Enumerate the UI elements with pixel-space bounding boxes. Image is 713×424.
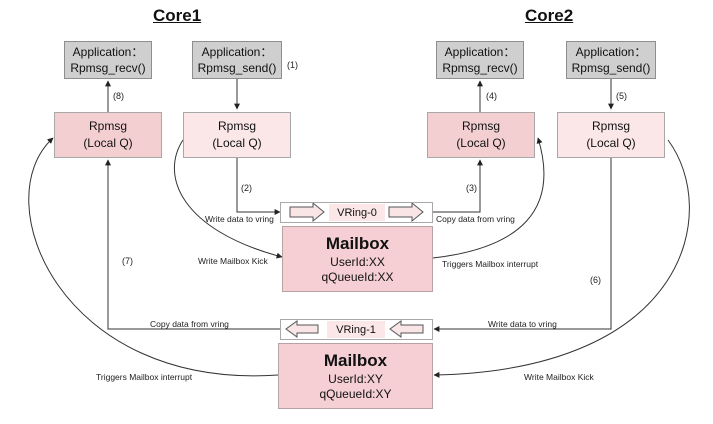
vring1-right-arrow-icon — [389, 320, 424, 338]
vring1-band — [280, 319, 433, 340]
step-8: (8) — [113, 91, 124, 101]
mailbox-vring1: Mailbox UserId:XY qQueueId:XY — [278, 343, 433, 409]
rpmsg-label: Rpmsg — [217, 119, 256, 133]
label-copy-data-from-vring-left: Copy data from vring — [150, 319, 229, 329]
vring0-right-arrow-icon — [388, 201, 424, 223]
rpmsg-queue: (Local Q) — [83, 136, 133, 150]
core1-title: Core1 — [153, 6, 202, 25]
rpmsg-queue: (Local Q) — [456, 136, 506, 150]
label-triggers-interrupt-right: Triggers Mailbox interrupt — [442, 259, 539, 269]
step-4: (4) — [486, 91, 497, 101]
label-copy-data-from-vring-right: Copy data from vring — [436, 214, 515, 224]
arrow-step2 — [236, 157, 281, 215]
core1-rpmsg-send: Rpmsg (Local Q) — [183, 112, 291, 158]
mailbox-vring0: Mailbox UserId:XX qQueueId:XX — [282, 226, 433, 292]
app-label: Application： — [575, 45, 647, 59]
core2-app-recv: Application： Rpmsg_recv() — [436, 41, 524, 79]
step-1: (1) — [287, 60, 298, 70]
mailbox-title: Mailbox — [323, 351, 388, 370]
vring0-label: VRing-0 — [329, 204, 385, 221]
vring1-label: VRing-1 — [327, 321, 385, 338]
app-label: Application： — [444, 45, 516, 59]
arrow-interrupt-left — [28, 137, 279, 377]
step-5: (5) — [616, 91, 627, 101]
label-write-data-to-vring-left: Write data to vring — [205, 214, 274, 224]
step-6: (6) — [590, 275, 601, 285]
label-write-data-to-vring-right: Write data to vring — [488, 319, 557, 329]
rpmsg-queue: (Local Q) — [212, 136, 262, 150]
app-function: Rpmsg_send() — [197, 61, 277, 75]
mailbox-user-id: UserId:XX — [330, 255, 385, 269]
app-function: Rpmsg_recv() — [442, 61, 518, 75]
arrow-interrupt-right — [432, 137, 545, 259]
step-2: (2) — [241, 183, 252, 193]
core1-app-recv: Application： Rpmsg_recv() — [64, 41, 152, 79]
arrow-step3 — [433, 159, 483, 213]
arrow-step7 — [105, 159, 280, 330]
vring1-left-arrow-icon — [285, 320, 319, 338]
core2-title: Core2 — [525, 6, 574, 25]
mailbox-queue-id: qQueueId:XY — [319, 387, 392, 401]
core2-app-send: Application： Rpmsg_send() — [566, 41, 656, 79]
arrow-kick-left — [174, 139, 283, 259]
rpmsg-queue: (Local Q) — [586, 136, 636, 150]
arrow-step6 — [433, 157, 612, 332]
step-7: (7) — [122, 256, 133, 266]
rpmsg-label: Rpmsg — [88, 119, 127, 133]
label-triggers-interrupt-left: Triggers Mailbox interrupt — [96, 372, 193, 382]
app-label: Application： — [201, 45, 273, 59]
mailbox-user-id: UserId:XY — [328, 372, 383, 386]
label-write-mailbox-kick-right: Write Mailbox Kick — [524, 372, 594, 382]
step-3: (3) — [466, 183, 477, 193]
rpmsg-label: Rpmsg — [461, 119, 500, 133]
label-write-mailbox-kick-left: Write Mailbox Kick — [198, 256, 268, 266]
app-function: Rpmsg_send() — [571, 61, 651, 75]
mailbox-title: Mailbox — [325, 234, 390, 253]
rpmsg-label: Rpmsg — [591, 119, 630, 133]
mailbox-queue-id: qQueueId:XX — [321, 270, 394, 284]
vring0-left-arrow-icon — [289, 201, 325, 223]
core2-rpmsg-recv: Rpmsg (Local Q) — [427, 112, 535, 158]
core2-rpmsg-send: Rpmsg (Local Q) — [557, 112, 665, 158]
vring0-band — [280, 202, 433, 223]
arrow-kick-right — [433, 139, 690, 378]
app-label: Application： — [72, 45, 144, 59]
core1-rpmsg-recv: Rpmsg (Local Q) — [54, 112, 162, 158]
core1-app-send: Application： Rpmsg_send() — [192, 41, 282, 79]
app-function: Rpmsg_recv() — [70, 61, 146, 75]
